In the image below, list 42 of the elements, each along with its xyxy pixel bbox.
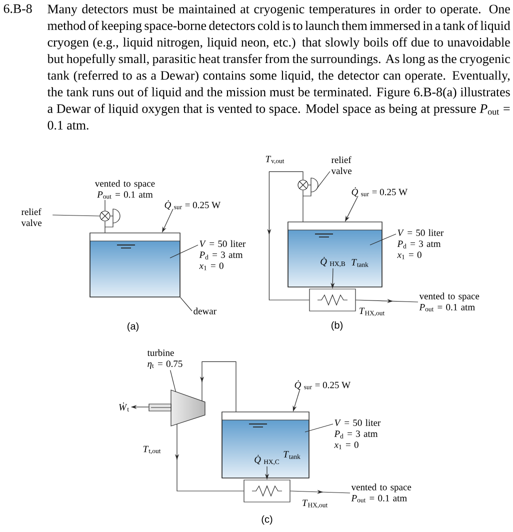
relief-valve [100, 208, 120, 228]
panel-label: (b) [332, 321, 342, 331]
panel-label: (a) [128, 322, 138, 332]
turbine [148, 390, 206, 426]
leader-line [370, 234, 396, 246]
temperature-label: T$_{t,out}$ [143, 446, 161, 454]
tank-spec-label: V = 50 liter P$_{d}$ = 3 atm x$_{1}$ = 0 [397, 229, 444, 260]
heat-exchanger [309, 288, 356, 312]
pipe [104, 221, 106, 233]
heat-label: Q̇$_{sur}$ = 0.25 W [294, 380, 351, 390]
pipe [302, 190, 304, 222]
tank-spec-label: V = 50 liter P$_{d}$ = 3 atm x$_{1}$ = 0 [334, 419, 381, 450]
panel-label: (c) [262, 515, 272, 525]
heat-label: Q̇$_{HX,B}$ [320, 256, 346, 268]
temperature-label: T$_{HX,out}$ [360, 308, 384, 316]
work-label: Ẇ$_{t}$ [119, 402, 129, 412]
vent-label: vented to space P$_{out}$ = 0.1 atm [94, 180, 155, 199]
pipe [104, 200, 106, 211]
pipe [290, 490, 350, 494]
tank-spec-label: V = 50 liter P$_{d}$ = 3 atm x$_{1}$ = 0 [199, 240, 246, 270]
problem-text: Many detectors must be maintained at cryogenic temperatures in order to operate. One method of keeping space-borne detectors cold is to launch them immersed in a tank of liquid cryogen (e.g., liquid nitrogen, liquid neon, etc.) that slowly boils off due to unavoidable but hopefully small, parasitic heat transfer from the surroundings. As long as the cryogenic tank (referred to as a Dewar) contains some liquid, the detector can operate. Eventually, the tank runs out of liquid and the mission must be terminated. Figure 6.B-8(a) illustrates a Dewar of liquid oxygen that is vented to space. Model space as being at pressure P$_{out}$ = 0.1 atm. [47, 4, 510, 130]
vent-label: vented to space P$_{out}$ = 0.1 atm [419, 292, 480, 312]
heat-label: Q̇$_{sur}$ = 0.25 W [352, 187, 408, 197]
heat-label: Q̇$_{HX,C}$ [254, 454, 279, 466]
problem-number: 6.B-8 [4, 4, 32, 14]
valve-label: relief valve [331, 156, 352, 174]
leader-line [304, 424, 334, 432]
leader-line [180, 297, 192, 312]
leader-line [317, 171, 330, 188]
leader-line [52, 214, 100, 216]
dewar-label: dewar [194, 308, 216, 314]
temperature-label: T$_{v,out}$ [266, 156, 284, 164]
leader-line [170, 244, 198, 258]
heat-label: Q̇$_{sur}$ = 0.25 W [164, 200, 221, 210]
turbine-label: turbine η$_{t}$ = 0.75 [147, 349, 182, 369]
relief-valve [298, 178, 318, 196]
valve-label: relief valve [21, 208, 42, 226]
tank [90, 232, 180, 298]
vent-label: vented to space P$_{out}$ = 0.1 atm [351, 484, 412, 502]
temperature-label: T$_{HX,out}$ [302, 500, 328, 508]
heat-exchanger [244, 480, 290, 502]
leader-line [170, 370, 176, 392]
